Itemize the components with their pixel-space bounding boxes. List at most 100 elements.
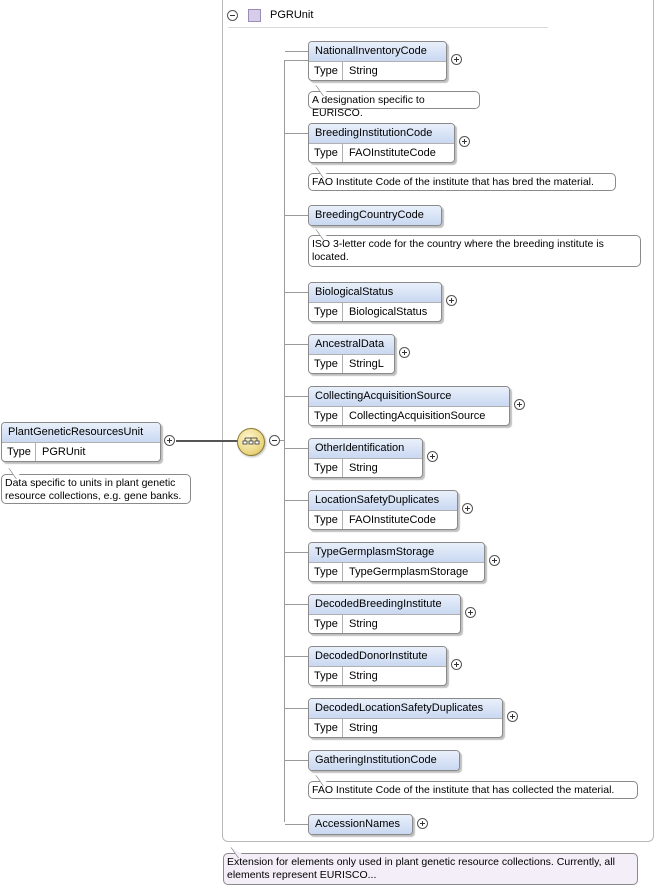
branch-line [285,344,308,345]
expand-icon[interactable] [451,54,462,65]
type-value: String [349,65,378,77]
type-key: Type [2,443,36,461]
expand-icon[interactable] [514,399,525,410]
connector-line [176,440,238,442]
type-key: Type [309,144,343,162]
element-annotation: FAO Institute Code of the institute that… [308,173,616,191]
type-value: TypeGermplasmStorage [349,566,469,578]
type-row: Type String [309,61,446,80]
branch-line [285,396,308,397]
root-collapse-icon[interactable] [164,435,175,446]
element-name: NationalInventoryCode [309,42,446,61]
element-name: DecodedDonorInstitute [309,647,446,666]
element-name: AccessionNames [309,815,412,834]
root-element[interactable]: PlantGeneticResourcesUnit Type PGRUnit [1,422,161,462]
spine-join [280,440,285,441]
group-name: PGRUnit [270,9,314,21]
type-row: Type String [309,718,502,737]
branch-line [285,552,308,553]
type-value: FAOInstituteCode [349,147,436,159]
element-name: LocationSafetyDuplicates [309,491,457,510]
type-key: Type [309,511,343,529]
branch-line [285,760,308,761]
element-name: CollectingAcquisitionSource [309,387,509,406]
type-value: PGRUnit [42,446,86,458]
expand-icon[interactable] [465,607,476,618]
compositor-collapse-icon[interactable] [269,435,280,446]
element-breeding-country-code[interactable]: BreedingCountryCode [308,205,442,226]
element-accession-names[interactable]: AccessionNames [308,814,413,835]
branch-line [285,215,308,216]
expand-icon[interactable] [459,136,470,147]
type-row: Type TypeGermplasmStorage [309,562,484,581]
type-key: Type [309,719,343,737]
root-annotation: Data specific to units in plant genetic … [1,474,191,504]
type-row: Type String [309,458,422,477]
branch-line [285,292,308,293]
element-annotation: FAO Institute Code of the institute that… [308,781,638,799]
collapse-icon[interactable] [227,9,238,21]
header-divider [228,27,548,28]
type-value: BiologicalStatus [349,306,428,318]
type-value: String [349,462,378,474]
expand-icon[interactable] [462,503,473,514]
type-value: StringL [349,358,384,370]
type-row: Type BiologicalStatus [309,302,441,321]
element-gathering-institution-code[interactable]: GatheringInstitutionCode [308,750,460,771]
branch-line [285,500,308,501]
expand-icon[interactable] [427,451,438,462]
type-key: Type [309,407,343,425]
branch-line [285,708,308,709]
branch-line [285,51,308,52]
branch-line [285,448,308,449]
expand-icon[interactable] [446,295,457,306]
type-row: Type FAOInstituteCode [309,143,454,162]
type-value: String [349,618,378,630]
branch-line [285,656,308,657]
expand-icon[interactable] [507,711,518,722]
group-annotation: Extension for elements only used in plan… [223,853,638,885]
expand-icon[interactable] [399,347,410,358]
expand-icon[interactable] [489,555,500,566]
expand-icon[interactable] [417,818,428,829]
tree-spine [284,60,285,822]
element-name: BreedingCountryCode [309,206,441,225]
element-name: DecodedBreedingInstitute [309,595,460,614]
element-name: AncestralData [309,335,394,354]
type-key: Type [309,355,343,373]
element-name: BiologicalStatus [309,283,441,302]
branch-line [285,604,308,605]
type-key: Type [309,459,343,477]
type-key: Type [309,62,343,80]
element-annotation: ISO 3-letter code for the country where … [308,235,641,267]
type-value: String [349,722,378,734]
root-element-name: PlantGeneticResourcesUnit [2,423,160,442]
element-annotation: A designation specific to EURISCO. [308,91,480,119]
element-name: GatheringInstitutionCode [309,751,459,770]
type-key: Type [309,563,343,581]
type-key: Type [309,667,343,685]
type-key: Type [309,615,343,633]
type-row: Type String [309,614,460,633]
spine-top-curve [284,60,308,61]
branch-line [285,133,308,134]
type-value: CollectingAcquisitionSource [349,410,486,422]
expand-icon[interactable] [451,659,462,670]
type-row: Type StringL [309,354,394,373]
element-name: OtherIdentification [309,439,422,458]
sequence-compositor-icon[interactable] [237,428,265,456]
type-key: Type [309,303,343,321]
